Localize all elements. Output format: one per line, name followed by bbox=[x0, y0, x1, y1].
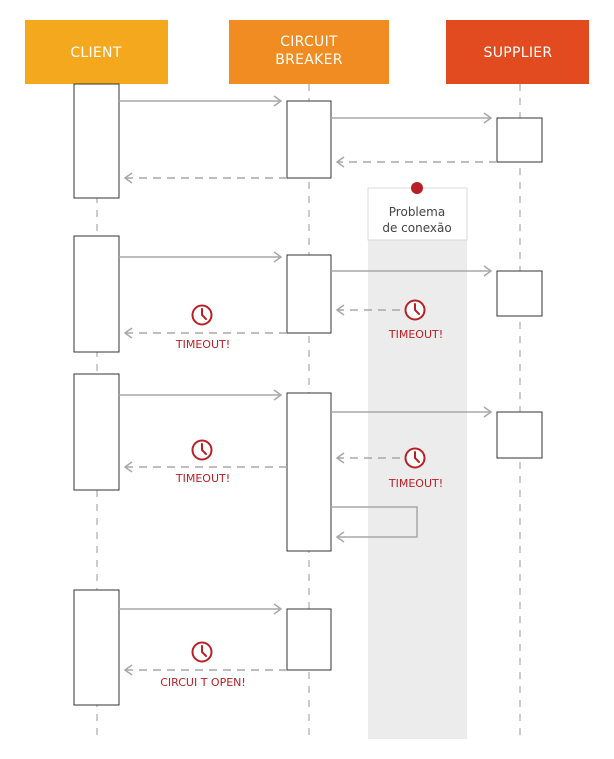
circuit-breaker-header bbox=[229, 20, 389, 84]
timeout-label: TIMEOUT! bbox=[388, 477, 443, 490]
circuit-open-label: CIRCUI T OPEN! bbox=[160, 676, 246, 689]
timeout-label: TIMEOUT! bbox=[175, 472, 230, 485]
supplier-header bbox=[446, 20, 589, 84]
problem-note-box bbox=[367, 187, 468, 241]
arrowhead-icon bbox=[483, 406, 493, 418]
breaker-activation bbox=[286, 100, 332, 179]
arrowhead-icon bbox=[273, 95, 283, 107]
clock-icon bbox=[404, 299, 426, 321]
arrowhead-icon bbox=[335, 304, 345, 316]
arrowhead-icon bbox=[123, 461, 133, 473]
clock-icon bbox=[191, 641, 213, 663]
arrowhead-icon bbox=[483, 265, 493, 277]
circuit-breaker-header-line1: CIRCUIT bbox=[280, 34, 338, 50]
clock-icon bbox=[191, 439, 213, 461]
problem-note-line2: de conexão bbox=[382, 221, 451, 235]
arrowhead-icon bbox=[273, 603, 283, 615]
arrowhead-icon bbox=[123, 327, 133, 339]
arrowhead-icon bbox=[123, 172, 133, 184]
problem-marker-icon bbox=[411, 182, 423, 194]
timeout-label: TIMEOUT! bbox=[388, 328, 443, 341]
breaker-activation bbox=[286, 392, 332, 552]
client-activation bbox=[73, 589, 120, 706]
arrowhead-icon bbox=[335, 531, 345, 543]
timeout-label: TIMEOUT! bbox=[175, 338, 230, 351]
circuit-breaker-header-line2: BREAKER bbox=[275, 52, 343, 68]
client-header-label: CLIENT bbox=[70, 45, 122, 61]
supplier-activation bbox=[496, 411, 543, 459]
client-activation bbox=[73, 373, 120, 491]
client-activation bbox=[73, 83, 120, 199]
client-activation bbox=[73, 235, 120, 353]
arrowhead-icon bbox=[273, 251, 283, 263]
breaker-activation bbox=[286, 608, 332, 671]
supplier-activation bbox=[496, 117, 543, 163]
breaker-activation bbox=[286, 254, 332, 334]
arrowhead-icon bbox=[335, 156, 345, 168]
clock-icon bbox=[404, 447, 426, 469]
supplier-activation bbox=[496, 270, 543, 317]
arrowhead-icon bbox=[123, 664, 133, 676]
arrowhead-icon bbox=[273, 389, 283, 401]
clock-icon bbox=[191, 304, 213, 326]
problem-note-line1: Problema bbox=[389, 205, 445, 219]
client-header bbox=[25, 20, 168, 84]
arrowhead-icon bbox=[483, 112, 493, 124]
supplier-header-label: SUPPLIER bbox=[484, 45, 553, 61]
arrowhead-icon bbox=[335, 452, 345, 464]
self-call-arrow bbox=[331, 506, 418, 538]
